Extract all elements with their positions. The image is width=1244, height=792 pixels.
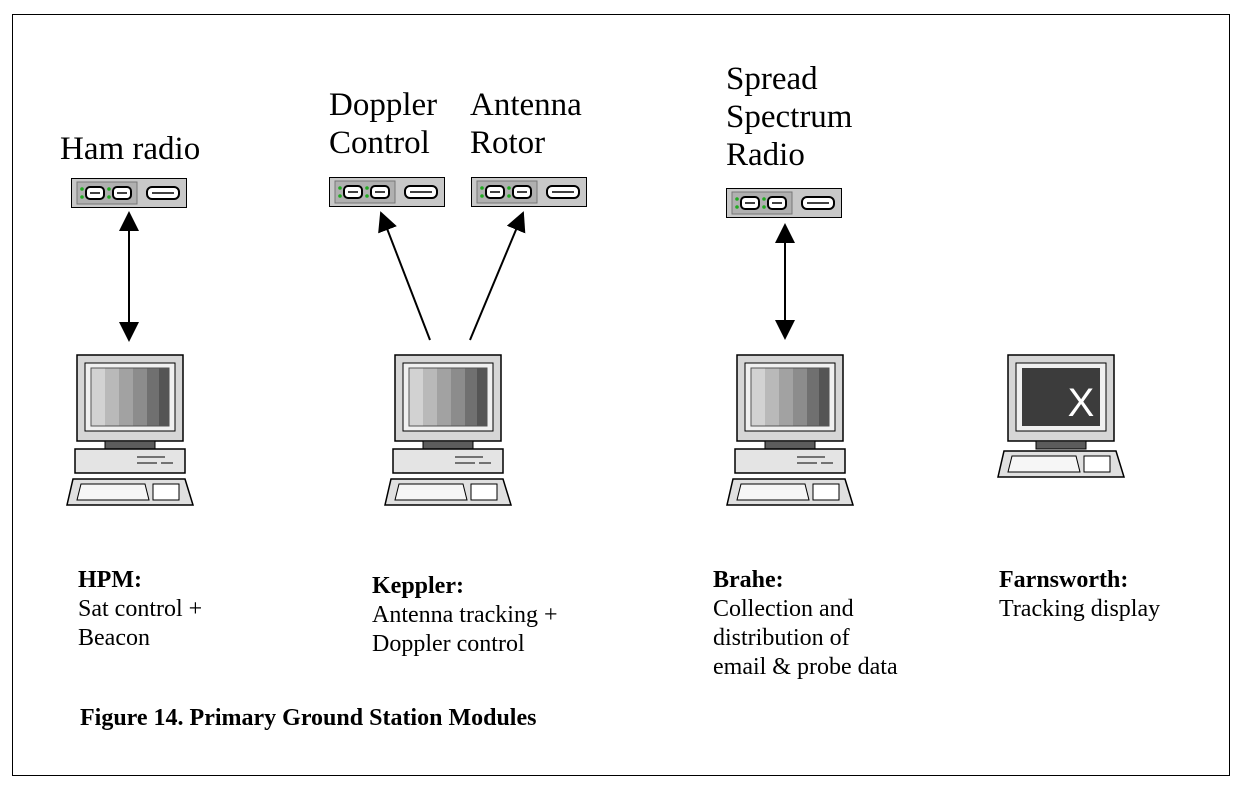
spread-spectrum-radio-label: Spread Spectrum Radio — [726, 61, 853, 173]
farnsworth-display-icon — [997, 354, 1125, 478]
brahe-title: Brahe: — [713, 567, 784, 593]
antenna-rotor-device — [471, 177, 587, 207]
keppler-doppler-link — [378, 211, 431, 341]
brahe-computer-icon — [726, 354, 854, 506]
doppler-control-label: Doppler Control — [329, 87, 438, 161]
ham-radio-label: Ham radio — [60, 131, 201, 167]
figure-frame — [12, 14, 1230, 776]
keppler-description: Antenna tracking + Doppler control — [372, 602, 558, 657]
hpm-computer-icon — [66, 354, 194, 506]
keppler-rotor-link — [469, 211, 526, 341]
figure-caption: Figure 14. Primary Ground Station Module… — [80, 705, 537, 731]
hpm-title: HPM: — [78, 567, 142, 593]
keppler-caption: Keppler: Antenna tracking + Doppler cont… — [372, 572, 557, 659]
brahe-caption: Brahe: Collection and distribution of em… — [713, 566, 898, 682]
antenna-rotor-label: Antenna Rotor — [470, 87, 582, 161]
farnsworth-screen-glyph: X — [1068, 381, 1095, 425]
ham-radio-device — [71, 178, 187, 208]
doppler-control-device — [329, 177, 445, 207]
farnsworth-title: Farnsworth: — [999, 567, 1129, 593]
farnsworth-description: Tracking display — [999, 596, 1161, 622]
hpm-description: Sat control + Beacon — [78, 596, 203, 651]
hpm-caption: HPM: Sat control + Beacon — [78, 566, 202, 653]
keppler-computer-icon — [384, 354, 512, 506]
spread-spectrum-radio-device — [726, 188, 842, 218]
farnsworth-caption: Farnsworth: Tracking display — [999, 566, 1160, 624]
keppler-title: Keppler: — [372, 573, 464, 599]
brahe-description: Collection and distribution of email & p… — [713, 596, 898, 680]
